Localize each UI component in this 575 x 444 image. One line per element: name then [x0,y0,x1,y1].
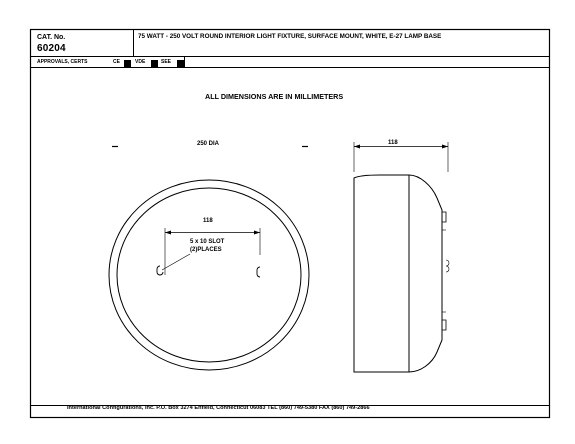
slot-spacing-arrow-left [165,230,171,235]
cat-number-label: CAT. No. [37,34,66,41]
slot-spacing-arrow-right [254,230,260,235]
fixture-inner-lens [116,187,302,363]
fixture-side-profile [353,174,443,373]
cert-see-label: SEE [161,59,172,65]
cert-vde-checkbox [151,60,158,67]
cert-vde-label: VDE [135,59,146,65]
sheet-border [29,28,551,419]
cat-number-value: 60204 [37,43,66,54]
dimensions-note: ALL DIMENSIONS ARE IN MILLIMETERS [205,92,344,101]
cert-ce-label: CE [113,59,120,65]
fixture-side-base-upper [442,211,447,223]
mounting-slot-left [156,265,164,276]
diameter-dimension-label: 250 DIA [197,141,220,147]
depth-arrow-left [354,144,360,149]
slot-size-label: 5 x 10 SLOT [190,239,225,245]
fixture-outer-rim [108,179,310,371]
company-footer: International Configurations, Inc. P.O. … [67,405,370,411]
cert-ce-checkbox [124,60,131,67]
slot-leader [161,253,191,271]
depth-dimension-label: 118 [388,140,398,146]
slot-places-label: (2)PLACES [190,247,222,253]
approvals-label: APPROVALS, CERTS [37,59,88,65]
fixture-side-base-lower [442,319,447,331]
cert-see-checkbox [177,60,184,67]
product-description: 75 WATT - 250 VOLT ROUND INTERIOR LIGHT … [138,33,442,40]
depth-arrow-right [442,144,448,149]
mounting-slot-right [256,266,261,278]
slot-spacing-label: 118 [203,218,213,224]
fixture-side-mount-clip [445,259,450,273]
